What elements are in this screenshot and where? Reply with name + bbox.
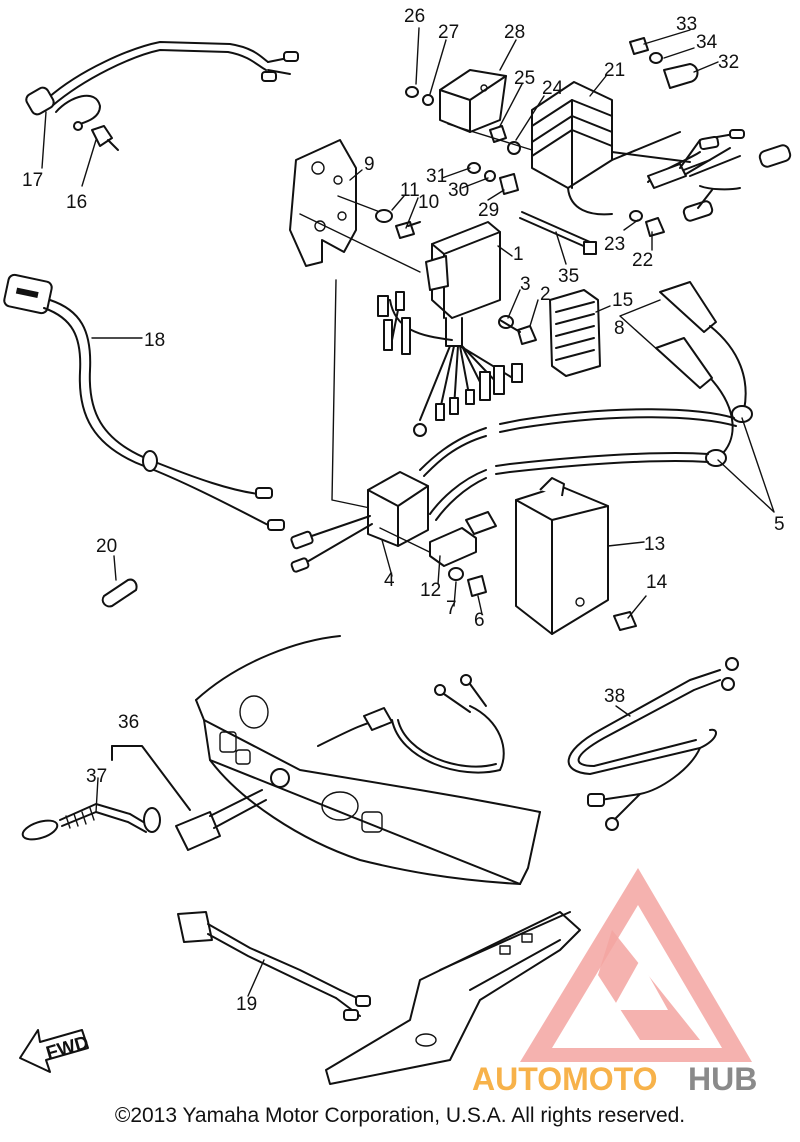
callout-8: 8 (614, 318, 625, 339)
ignition-coil (290, 471, 447, 573)
callout-38: 38 (604, 686, 625, 707)
callout-12: 12 (420, 580, 441, 601)
callout-7: 7 (446, 598, 457, 619)
callout-9: 9 (364, 154, 375, 175)
callout-13: 13 (644, 534, 665, 555)
callout-20: 20 (96, 536, 117, 557)
bracket (289, 139, 357, 267)
switch-lead-and-bracket (177, 911, 581, 1085)
copyright-notice: ©2013 Yamaha Motor Corporation, U.S.A. A… (114, 1104, 686, 1127)
callout-10: 10 (418, 192, 439, 213)
callout-26: 26 (404, 6, 425, 27)
callout-21: 21 (604, 60, 625, 81)
callout-30: 30 (448, 180, 469, 201)
leader-lines (41, 27, 775, 997)
callout-3: 3 (520, 274, 531, 295)
spark-plug-caps (419, 281, 753, 521)
callout-36: 36 (118, 712, 139, 733)
callout-24: 24 (542, 78, 564, 99)
callout-4: 4 (384, 570, 395, 591)
callout-35: 35 (558, 266, 579, 287)
callout-14: 14 (646, 572, 668, 593)
callout-18: 18 (144, 330, 165, 351)
regulator-bracket (405, 69, 533, 155)
callout-29: 29 (478, 200, 499, 221)
callout-25: 25 (514, 68, 535, 89)
sleeve-part (101, 578, 138, 608)
callout-2: 2 (540, 284, 551, 305)
fwd-arrow: FWD (19, 1029, 91, 1073)
cap-lead-assembly (25, 41, 299, 151)
callout-27: 27 (438, 22, 459, 43)
callout-32: 32 (718, 52, 739, 73)
callout-11: 11 (400, 180, 420, 201)
extension-lead (567, 657, 739, 831)
watermark-brand-part2: HUB (688, 1061, 757, 1097)
callout-1: 1 (513, 244, 524, 265)
callout-37: 37 (86, 766, 107, 787)
wire-clip (549, 289, 601, 377)
lead-wire-harness (3, 273, 285, 531)
callout-22: 22 (632, 250, 653, 271)
callout-23: 23 (604, 234, 625, 255)
rectifier-regulator (531, 81, 792, 222)
watermark-brand-part1: AUTOMOTO (472, 1061, 657, 1097)
callout-33: 33 (676, 14, 697, 35)
callout-15: 15 (612, 290, 633, 311)
cdi-unit (377, 221, 523, 437)
callout-17: 17 (22, 170, 43, 191)
coil-cover (515, 477, 637, 635)
callout-31: 31 (426, 166, 447, 187)
bottom-cowling (195, 635, 541, 885)
callout-numbers: 1 2 3 4 5 6 7 8 9 10 11 12 13 14 15 16 1… (22, 6, 785, 1015)
fwd-label: FWD (44, 1032, 91, 1064)
callout-19: 19 (236, 994, 257, 1015)
callout-16: 16 (66, 192, 87, 213)
stop-switch-assembly (21, 745, 267, 851)
callout-6: 6 (474, 610, 485, 631)
callout-5: 5 (774, 514, 785, 535)
automotohub-logo (520, 868, 752, 1062)
callout-28: 28 (504, 22, 525, 43)
callout-34: 34 (696, 32, 718, 53)
